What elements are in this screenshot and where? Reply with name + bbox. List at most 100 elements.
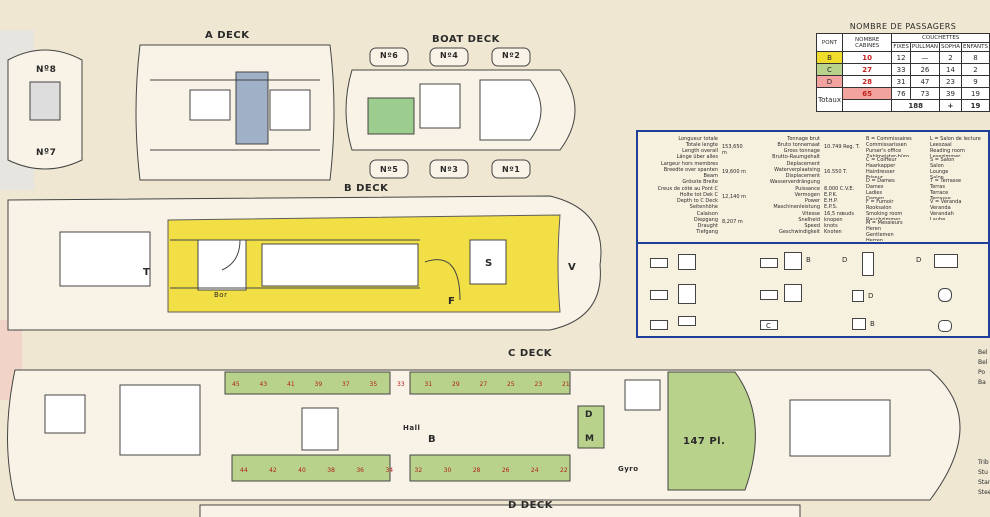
- boat-deck-label: BOAT DECK: [432, 34, 500, 45]
- edge-text: Trib: [978, 459, 989, 466]
- totals-fixes: 76: [891, 87, 911, 100]
- c-deck-label: C DECK: [508, 348, 553, 359]
- cabin-number: 44: [240, 467, 248, 474]
- pullman-cell: —: [909, 51, 940, 64]
- cabin-number: 39: [315, 381, 323, 388]
- grand-total: 188: [891, 99, 940, 112]
- terrace-marker: T: [143, 267, 151, 278]
- edge-text: Bel: [978, 349, 988, 356]
- legend-code: L = Salon de lecture Leeszaal Reading ro…: [930, 136, 981, 157]
- smoking-marker: F: [448, 296, 456, 307]
- cabin-number: 26: [502, 467, 510, 474]
- table-row: C 27 33 26 14 2: [816, 63, 990, 76]
- legend-code: M = Messieurs Heren Gentlemen Herren: [866, 220, 903, 241]
- spec-value: 153,650 m: [722, 144, 743, 156]
- lifeboat-8-7: [7, 49, 83, 170]
- berth-icon: [650, 320, 668, 330]
- cabin-number: 35: [370, 381, 378, 388]
- totals-label: Totaux: [816, 87, 843, 112]
- enfants-cell: 9: [961, 75, 990, 88]
- totals-sopha: 39: [938, 87, 963, 100]
- spec-value: 10.749 Reg. T.: [824, 144, 860, 150]
- boat-label: Nº4: [440, 51, 459, 60]
- cabin-number: 23: [535, 381, 543, 388]
- enfants-cell: 2: [961, 63, 990, 76]
- legend-code: S = Salon Salon Lounge Salon: [930, 157, 955, 178]
- spec-value: 8.000 C.V.E. E.P.K. E.H.P. E.P.S.: [824, 186, 855, 210]
- d-deck-label: D DECK: [508, 500, 554, 511]
- berth-icon: [760, 290, 778, 300]
- cabin-number: 41: [287, 381, 295, 388]
- passenger-table-title: NOMBRE DE PASSAGERS: [849, 22, 957, 31]
- table-row: D 28 31 47 23 9: [816, 75, 990, 88]
- verandah-marker: V: [568, 262, 577, 273]
- gyro-label: Gyro: [618, 465, 639, 473]
- bar-label: Bor: [214, 291, 228, 299]
- edge-text: Bel: [978, 359, 988, 366]
- specifications-panel: Longueur totale Totale lengte Length ove…: [636, 130, 990, 244]
- fixes-cell: 33: [891, 63, 911, 76]
- washbasin-icon: [938, 320, 952, 332]
- ladies-marker: D: [585, 410, 593, 420]
- edge-text: Stu: [978, 469, 988, 476]
- spec-value: 16.550 T.: [824, 169, 848, 175]
- berth-icon: [760, 320, 778, 330]
- a-deck-label: A DECK: [205, 30, 250, 41]
- grand-total-row: 188 + 19: [817, 99, 990, 112]
- legend-code: T = Terrasse Terras Terrace Terrasse: [930, 178, 962, 199]
- restaurant-seats: 147 Pl.: [683, 436, 726, 447]
- cabin-number: 33: [397, 381, 405, 388]
- legend-letter: C: [766, 322, 771, 330]
- enfants-cell: 8: [961, 51, 990, 64]
- spec-label: Calaison Diepgang Draught Tiefgang: [693, 211, 718, 235]
- grand-total-children: 19: [961, 99, 990, 112]
- pullman-cell: 47: [909, 75, 940, 88]
- table-row: B 10 12 — 2 8: [816, 51, 990, 64]
- spec-label: Vitesse Snelheid Speed Geschwindigkeit: [778, 211, 820, 235]
- spec-label: Tonnage brut Bruto tonnemaat Gross tonna…: [772, 136, 820, 160]
- bunk-icon: [784, 252, 802, 270]
- pont-cell: C: [816, 63, 843, 76]
- cabins-cell: 10: [841, 51, 893, 64]
- b-deck-label: B DECK: [344, 183, 389, 194]
- boat-deck-plan: [345, 47, 576, 179]
- c-deck-plan: [7, 369, 961, 501]
- legend-letter: D: [868, 292, 874, 300]
- cabin-number: 29: [452, 381, 460, 388]
- bunk-icon: [678, 284, 696, 304]
- edge-text: Star: [978, 479, 990, 486]
- legend-letter: D: [842, 256, 848, 264]
- legend-code: C = Coiffeur Haarkapper Hairdresser Fris…: [866, 157, 897, 178]
- legend-code: D = Dames Dames Ladies Damen: [866, 178, 895, 199]
- grand-total-plus: +: [938, 99, 963, 112]
- bunk-icon: [784, 284, 802, 302]
- spec-label: Puissance Vermogen Power Maschinenleistu…: [773, 186, 820, 210]
- header-enfants: ENFANTS: [961, 42, 990, 52]
- cabin-number: 25: [507, 381, 515, 388]
- boat-label: Nº1: [502, 165, 521, 174]
- header-pullman: PULLMAN: [909, 42, 940, 52]
- cabin-number: 22: [560, 467, 568, 474]
- bath-icon: [934, 254, 958, 268]
- cabin-number: 24: [531, 467, 539, 474]
- cabin-number: 38: [327, 467, 335, 474]
- b-deck-plan: [7, 195, 602, 331]
- sopha-cell: 14: [938, 63, 963, 76]
- chair-icon: [852, 318, 866, 330]
- header-couchettes: COUCHETTES: [891, 33, 990, 43]
- spec-value: 8,207 m: [722, 219, 743, 225]
- d-deck-plan: [199, 504, 801, 517]
- spec-label: Largeur hors membres Breedte over spante…: [661, 161, 718, 185]
- boat-label: Nº7: [36, 148, 57, 158]
- spec-value: 12,140 m: [722, 194, 746, 200]
- cabin-number: 37: [342, 381, 350, 388]
- boat-label: Nº3: [440, 165, 459, 174]
- cabins-cell: 27: [841, 63, 893, 76]
- berth-legend: B C D D B D: [636, 244, 990, 338]
- legend-code: F = Fumoir Rooksalon Smoking room Rauchz…: [866, 199, 903, 220]
- wardrobe-icon: [862, 252, 874, 276]
- gentlemen-marker: M: [585, 434, 595, 444]
- cabin-number: 40: [298, 467, 306, 474]
- cabin-number: 21: [562, 381, 570, 388]
- header-cabins: NOMBRE CABINES: [841, 33, 893, 52]
